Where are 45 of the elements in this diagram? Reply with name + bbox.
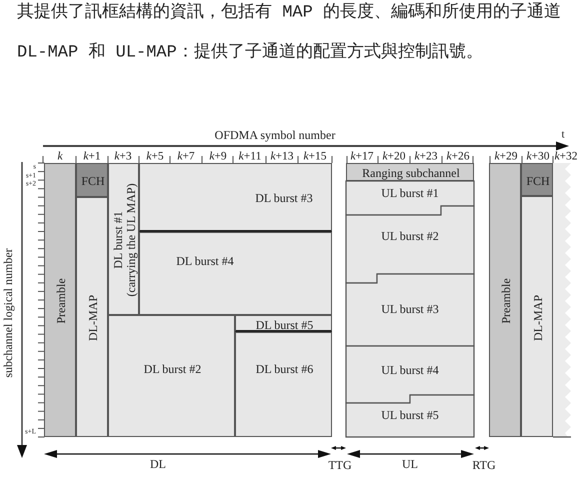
- tick-label: k+23: [414, 151, 438, 163]
- span-label: RTG: [472, 459, 496, 471]
- burst-note: (carrying the UL MAP): [124, 183, 138, 297]
- tick-label: k+29: [494, 151, 518, 163]
- tick-label: k+5: [146, 151, 164, 163]
- tick-label: k+20: [382, 151, 406, 163]
- tick-label: k+30: [526, 151, 550, 163]
- tick-label: k+7: [177, 151, 195, 163]
- tick-label: k+32: [554, 151, 578, 163]
- span-label: DL: [150, 458, 166, 470]
- map-column: DL-MAP: [76, 197, 108, 437]
- ranging-band: Ranging subchannel: [346, 163, 474, 181]
- cut-off-column: [553, 163, 571, 437]
- burst-block: DL burst #6: [235, 332, 332, 437]
- preamble-column: Preamble: [44, 163, 76, 437]
- tick-label: k+26: [446, 151, 470, 163]
- tick-label: k+1: [83, 151, 101, 163]
- axis-label: t: [561, 130, 565, 140]
- map-column: DL-MAP: [521, 196, 553, 437]
- span-label: TTG: [328, 459, 352, 471]
- burst-block: UL burst #4: [346, 346, 474, 403]
- preamble-column: Preamble: [489, 163, 521, 437]
- axis-title: OFDMA symbol number: [214, 129, 336, 141]
- burst-block: DL burst #2: [108, 315, 235, 437]
- burst-block: UL burst #5: [346, 395, 474, 437]
- body-text: 其提供了訊框結構的資訊，包括有 MAP 的長度、編碼和所使用的子通道: [17, 4, 562, 22]
- tick-label: k+15: [303, 151, 327, 163]
- burst-title: DL burst #1: [111, 210, 124, 271]
- tick-label: k+17: [350, 151, 374, 163]
- fch-block: FCH: [521, 163, 553, 196]
- tick-label: k: [57, 151, 63, 163]
- span-label: UL: [402, 458, 418, 470]
- burst-block: [108, 163, 139, 315]
- axis-title: subchannel logical number: [2, 248, 14, 378]
- burst-block: DL burst #3: [139, 163, 332, 232]
- burst-block: UL burst #3: [346, 274, 474, 346]
- fch-block: FCH: [76, 163, 108, 197]
- tick-label: k+3: [114, 151, 132, 163]
- tick-label: k+11: [238, 151, 262, 163]
- burst-block: DL burst #4: [139, 232, 332, 315]
- tick-label: k+9: [209, 151, 227, 163]
- burst-block: DL burst #5: [235, 315, 332, 332]
- tick-label: k+13: [270, 151, 294, 163]
- burst-block: UL burst #1: [346, 181, 474, 215]
- body-text: DL-MAP 和 UL-MAP：提供了子通道的配置方式與控制訊號。: [17, 44, 483, 62]
